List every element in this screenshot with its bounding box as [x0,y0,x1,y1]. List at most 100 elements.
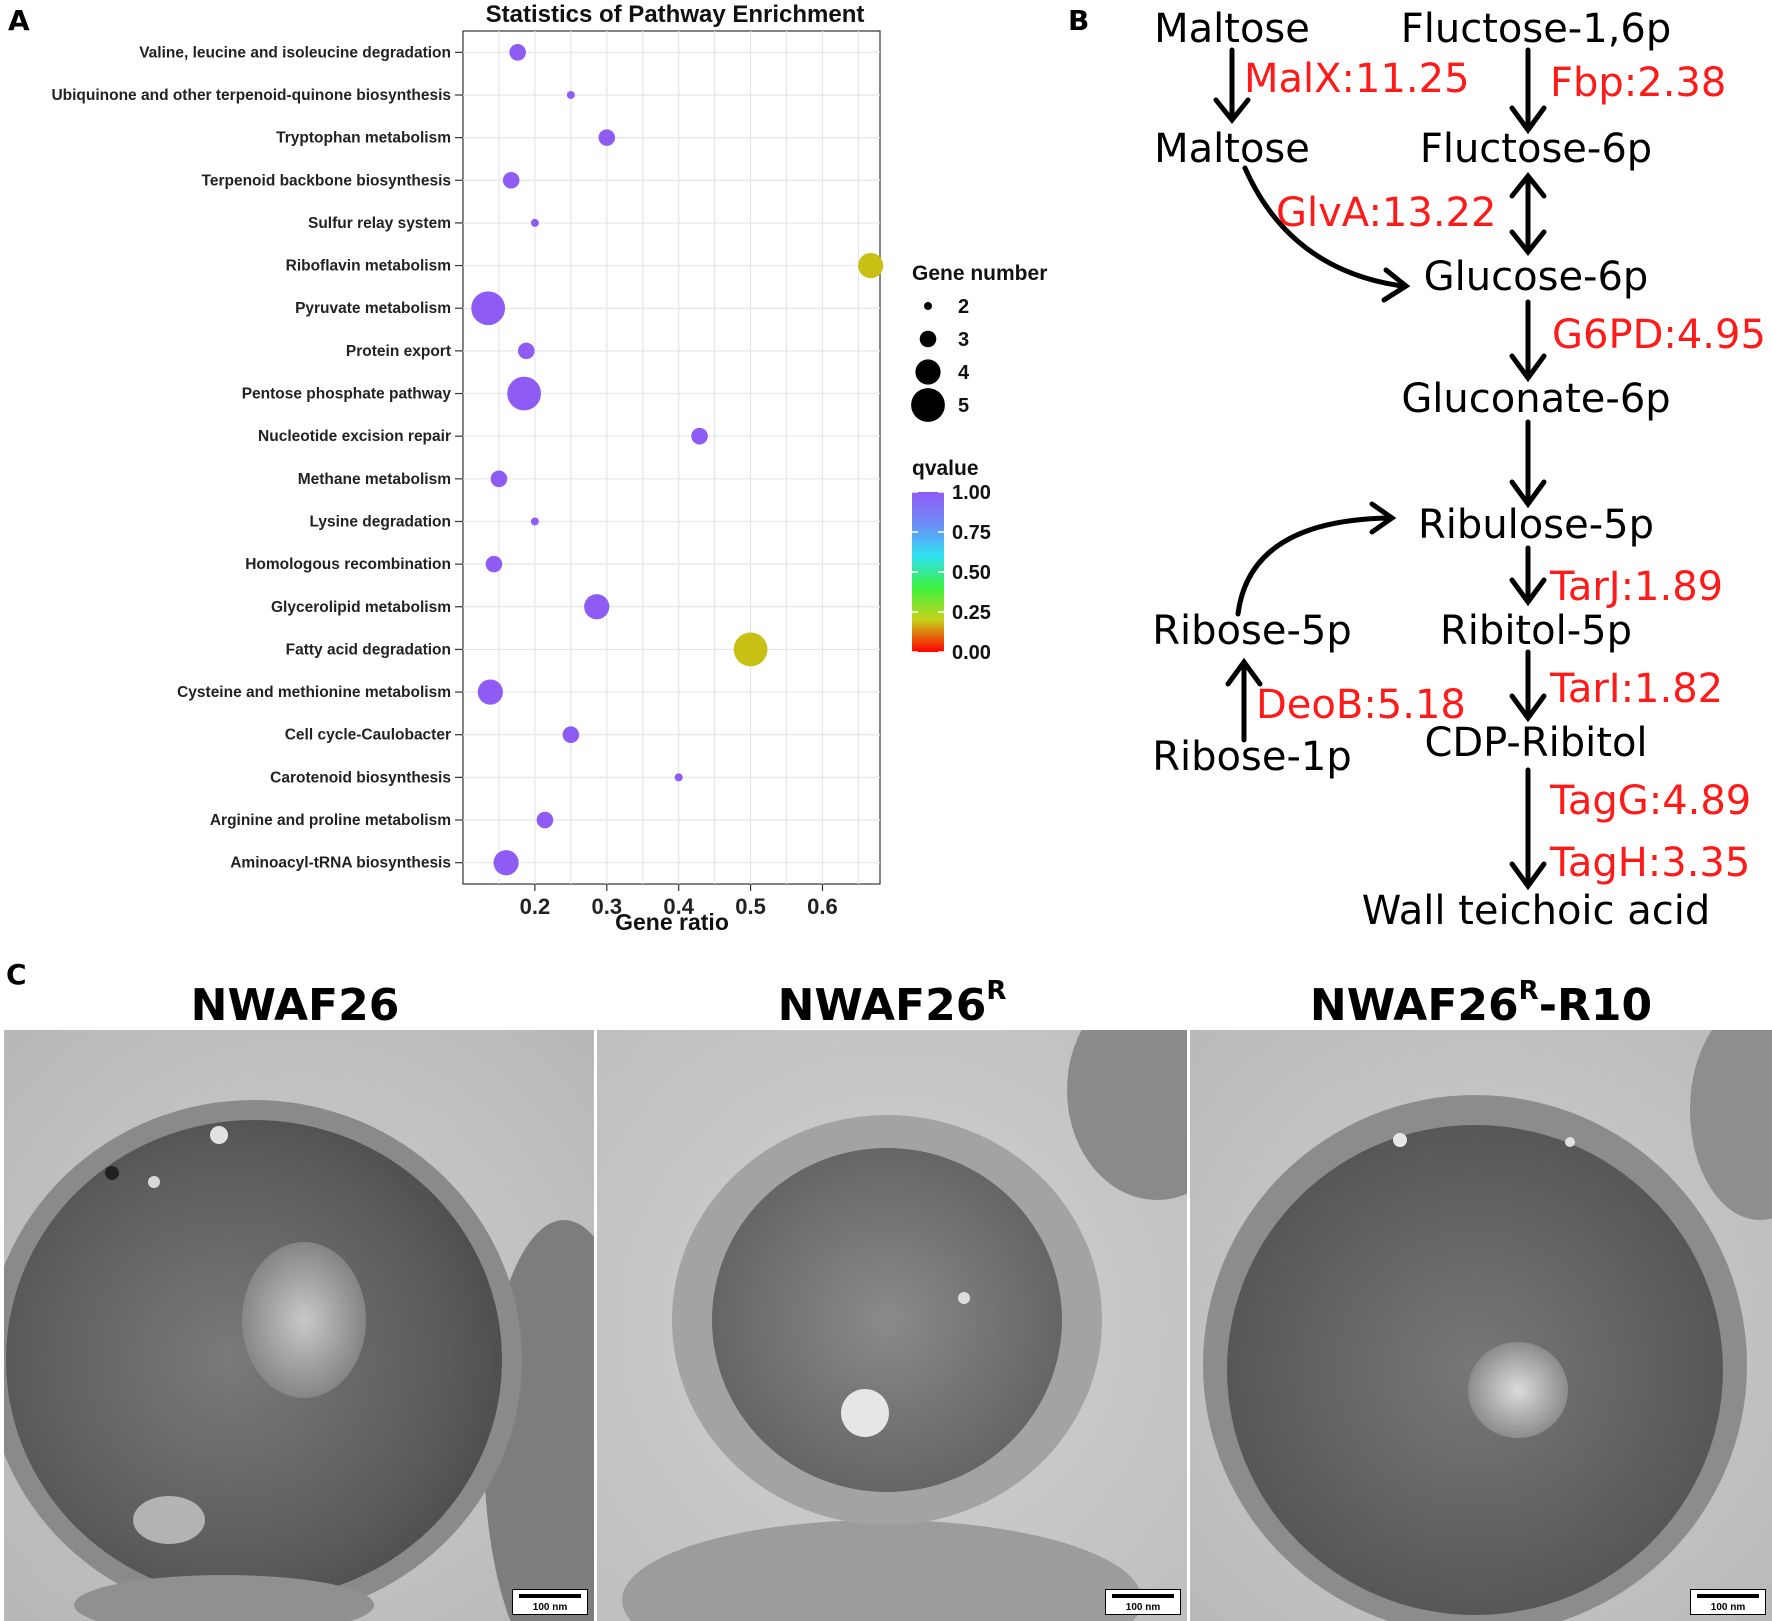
pathway-label: Riboflavin metabolism [286,258,451,275]
pathway-label: Protein export [346,343,451,360]
arrow-ribose-to-ribulose [1235,515,1393,617]
pathway-label: Tryptophan metabolism [276,130,451,147]
data-point [530,218,539,227]
pathway-label: Pyruvate metabolism [295,300,451,317]
x-tick-label: 0.5 [735,894,766,919]
size-legend-label: 5 [958,395,969,417]
x-axis-ticks: 0.2 0.3 0.4 0.5 0.6 [520,884,838,919]
scale-bar-line [519,1594,581,1598]
tem-image-revertant: 100 nm [1190,1030,1772,1621]
x-axis-title: Gene ratio [615,909,729,935]
enzyme-deob: DeoB:5.18 [1256,682,1466,728]
tem-title-resistant: NWAF26R [597,976,1187,1031]
data-point [584,594,610,620]
tem-micrograph [1190,1030,1772,1621]
panel-label-c: C [6,958,27,991]
pathway-labels: Valine, leucine and isoleucine degradati… [51,44,463,872]
pathway-label: Glycerolipid metabolism [271,599,451,616]
arrow-head-tari [1509,693,1547,723]
pathway-label: Cysteine and methionine metabolism [177,684,451,701]
tem-image-resistant: 100 nm [597,1030,1187,1621]
data-points [471,44,884,876]
x-tick-label: 0.2 [520,894,551,919]
grid-lines [463,31,880,884]
data-point [509,44,526,61]
arrow-glva [1242,165,1405,289]
scale-bar: 100 nm [1690,1589,1766,1615]
metabolite-ribose-5p: Ribose-5p [1152,608,1352,654]
tem-micrograph [597,1030,1187,1621]
enzyme-malx: MalX:11.25 [1244,56,1470,102]
data-point [566,90,575,99]
metabolite-ribulose-5p: Ribulose-5p [1418,502,1654,548]
tem-title-text: NWAF26 [190,980,400,1031]
data-point [674,773,683,782]
size-legend-label: 2 [958,296,969,318]
pathway-label: Arginine and proline metabolism [210,812,451,829]
colorbar-tick-label: 0.75 [952,522,991,544]
data-point [530,517,539,526]
x-tick-label: 0.4 [663,894,694,919]
panel-label-a: A [8,4,30,37]
x-tick-label: 0.6 [807,894,838,919]
metabolite-cdp-ribitol: CDP-Ribitol [1424,720,1647,766]
metabolite-maltose-ext: Maltose [1154,6,1310,52]
tem-title-superscript: R [1518,976,1539,1006]
data-point [502,171,520,189]
enzyme-fbp: Fbp:2.38 [1550,60,1726,106]
arrow-head-deob [1225,657,1263,687]
metabolite-fructose-16p: Fluctose-1,6p [1401,6,1672,52]
size-legend-label: 4 [958,362,970,384]
data-point [477,679,503,705]
panel-label-b: B [1068,4,1090,37]
enzyme-tagh: TagH:3.35 [1549,840,1750,886]
arrow-head-maltose [1213,97,1251,125]
enzyme-g6pd: G6PD:4.95 [1552,312,1766,358]
pathway-label: Homologous recombination [245,556,451,573]
tem-image-wild-type: 100 nm [4,1030,594,1621]
enzyme-glva: GlvA:13.22 [1276,190,1496,236]
x-tick-label: 0.3 [591,894,622,919]
arrow-head-gnd [1509,479,1547,509]
pathway-label: Valine, leucine and isoleucine degradati… [139,44,451,61]
metabolite-gluconate-6p: Gluconate-6p [1401,376,1670,422]
arrow-head-tagh [1509,861,1547,891]
data-point [598,129,616,146]
enzyme-tagg: TagG:4.89 [1549,778,1751,824]
metabolite-wall-teichoic-acid: Wall teichoic acid [1362,888,1711,934]
tem-title-text: NWAF26 [777,980,987,1031]
size-legend-dot [911,388,945,422]
pathway-arrows [1213,47,1547,891]
size-legend-dot [915,359,941,385]
colorbar-tick-label: 0.00 [952,642,991,664]
pathway-label: Pentose phosphate pathway [242,386,452,403]
arrow-head-tarj [1509,577,1547,607]
color-legend-title: qvalue [912,457,979,480]
metabolite-ribitol-5p: Ribitol-5p [1440,608,1632,654]
arrow-head-pgi-up [1509,171,1547,199]
pathway-label: Nucleotide excision repair [258,428,451,445]
pathway-label: Aminoacyl-tRNA biosynthesis [230,855,451,872]
arrow-head-fbp [1509,105,1547,135]
tem-title-superscript: R [986,976,1007,1006]
data-point [485,555,503,573]
data-point [493,850,519,876]
size-legend-title: Gene number [912,262,1047,285]
pathway-label: Cell cycle-Caulobacter [285,727,451,744]
metabolite-glucose-6p: Glucose-6p [1424,254,1649,300]
tem-micrograph [4,1030,594,1621]
colorbar-tick-label: 0.50 [952,562,991,584]
color-legend: 1.00 0.75 0.50 0.25 0.00 [912,482,991,664]
data-point [471,291,506,326]
metabolite-fructose-6p: Fluctose-6p [1420,126,1652,172]
teichoic-acid-pathway-diagram: Maltose Fluctose-1,6p Maltose Fluctose-6… [1152,6,1766,934]
arrow-head-pgi-down [1509,229,1547,257]
colorbar-tick-label: 1.00 [952,482,991,504]
colorbar-tick-label: 0.25 [952,602,991,624]
tem-title-suffix: -R10 [1538,980,1653,1031]
data-point [691,427,708,445]
data-point [562,726,580,744]
metabolite-ribose-1p: Ribose-1p [1152,734,1352,780]
scale-bar: 100 nm [512,1589,588,1615]
